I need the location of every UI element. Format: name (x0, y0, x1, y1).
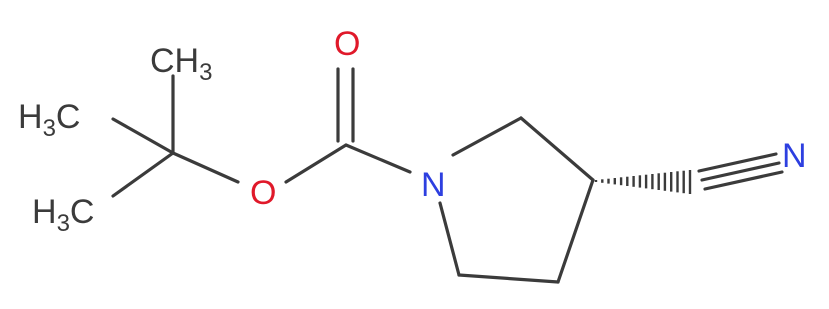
bond-ring-c4-to-c5 (457, 273, 560, 284)
label-ch3-left-lower: H3C (32, 193, 94, 237)
bond-ring-n-to-c2 (451, 116, 523, 157)
bond-ring-c2-to-c3 (519, 116, 595, 182)
label-ch3-left-upper: H3C (18, 98, 80, 142)
bond-nitrile-triple-b (700, 161, 781, 182)
bond-quaternary-to-lower-methyl (111, 151, 175, 198)
label-nitrile-nitrogen: N (782, 137, 807, 175)
bond-ring-c5-to-n (438, 201, 461, 277)
bond-quaternary-to-upper-methyl (111, 117, 175, 155)
bond-carbonyl-to-ring-nitrogen (344, 143, 412, 174)
bond-quaternary-to-ester-oxygen (171, 151, 240, 184)
label-carbonyl-oxygen: O (334, 25, 360, 63)
bond-nitrile-triple-a (697, 152, 778, 173)
label-ring-nitrogen: N (421, 166, 446, 204)
stereo-hashed-wedge (594, 170, 692, 194)
label-ester-oxygen: O (250, 174, 276, 212)
bond-nitrile-triple-c (703, 170, 784, 191)
label-ch3-top: CH3 (150, 42, 212, 86)
bond-ring-c3-to-c4 (556, 178, 595, 284)
bond-ester-oxygen-to-carbonyl (284, 143, 348, 184)
